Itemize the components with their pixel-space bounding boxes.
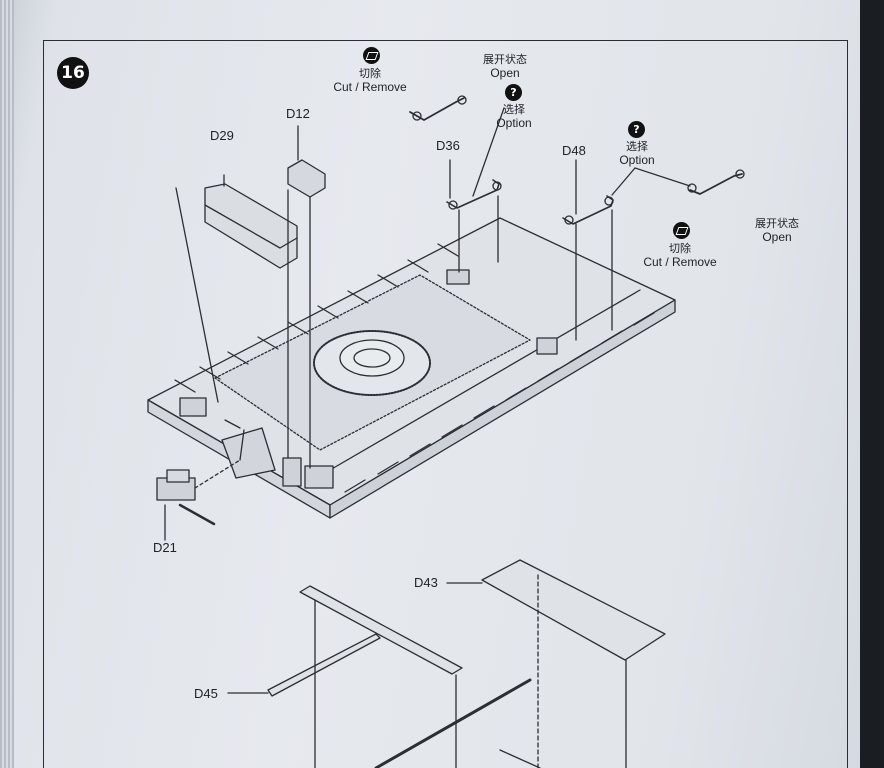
note-en: Open bbox=[490, 66, 520, 80]
note-zh: 切除 bbox=[359, 68, 381, 80]
step-number-badge: 16 bbox=[57, 57, 89, 89]
option-open-top bbox=[409, 95, 505, 197]
part-d21 bbox=[156, 429, 245, 541]
page-stack-edge bbox=[0, 0, 14, 768]
note-cut-remove-top: 切除 Cut / Remove bbox=[330, 68, 410, 94]
part-d36 bbox=[446, 159, 502, 273]
note-en: Option bbox=[496, 116, 532, 130]
note-zh: 选择 bbox=[503, 104, 525, 116]
part-d12 bbox=[287, 125, 326, 469]
note-zh: 展开状态 bbox=[755, 218, 799, 230]
cut-remove-icon bbox=[363, 47, 380, 64]
part-d29 bbox=[175, 174, 298, 403]
part-d43 bbox=[446, 559, 666, 768]
label-d29: D29 bbox=[210, 128, 234, 143]
part-d45 bbox=[227, 585, 541, 768]
note-option-right: 选择 Option bbox=[615, 141, 659, 167]
hull-deck bbox=[147, 217, 676, 519]
note-open-top: 展开状态 Open bbox=[480, 54, 530, 80]
note-zh: 展开状态 bbox=[483, 54, 527, 66]
note-en: Cut / Remove bbox=[333, 80, 407, 94]
note-open-right: 展开状态 Open bbox=[752, 218, 802, 244]
note-en: Option bbox=[619, 153, 655, 167]
note-option-top: 选择 Option bbox=[492, 104, 536, 130]
note-en: Open bbox=[762, 230, 792, 244]
assembly-diagram bbox=[147, 95, 745, 768]
part-d48 bbox=[562, 159, 614, 341]
label-d43: D43 bbox=[414, 575, 438, 590]
note-zh: 切除 bbox=[669, 243, 691, 255]
label-d21: D21 bbox=[153, 540, 177, 555]
cut-remove-icon bbox=[673, 222, 690, 239]
instruction-page: 16 D29 D12 D36 D48 D21 D43 D45 切除 Cut / … bbox=[0, 0, 860, 768]
step-frame bbox=[43, 40, 848, 768]
option-open-right bbox=[611, 167, 745, 196]
note-cut-remove-right: 切除 Cut / Remove bbox=[640, 243, 720, 269]
note-en: Cut / Remove bbox=[643, 255, 717, 269]
label-d48: D48 bbox=[562, 143, 586, 158]
note-zh: 选择 bbox=[626, 141, 648, 153]
question-icon: ? bbox=[628, 121, 645, 138]
label-d36: D36 bbox=[436, 138, 460, 153]
label-d12: D12 bbox=[286, 106, 310, 121]
question-icon: ? bbox=[505, 84, 522, 101]
label-d45: D45 bbox=[194, 686, 218, 701]
